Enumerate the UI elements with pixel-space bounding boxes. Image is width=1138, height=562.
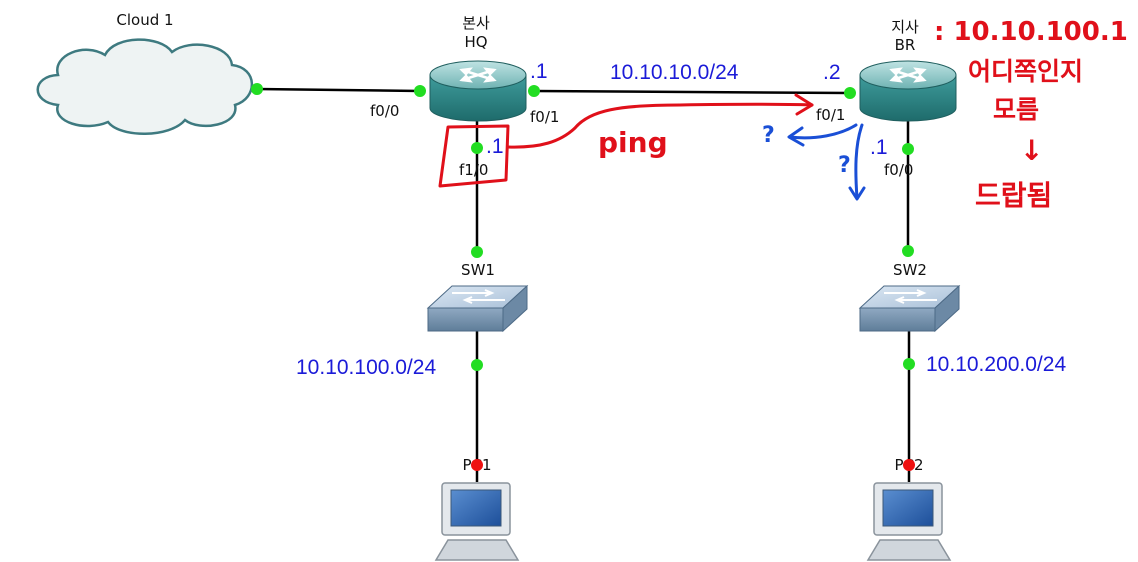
router-hq[interactable]: 본사 HQ (429, 14, 527, 122)
link-down-dot (471, 459, 483, 471)
interface-label: f0/1 (530, 108, 559, 126)
sw1-label: SW1 (461, 261, 495, 279)
pc-icon (434, 482, 520, 561)
router-icon (429, 60, 527, 122)
router-icon (859, 60, 957, 122)
interface-label: f0/0 (370, 102, 399, 120)
annotations: ping ? ? : 10.10.100.1 어디쪽인지 모름 ↓ 드랍됨 (438, 17, 1128, 212)
highlight-box (438, 124, 510, 188)
ip-suffix-label: .2 (823, 61, 841, 84)
interface-label: f0/0 (884, 161, 913, 179)
link-down-dot (903, 459, 915, 471)
switch-sw2[interactable]: SW2 (858, 261, 961, 333)
pc-pc1[interactable]: PC1 (434, 456, 520, 561)
return-arrow-left (788, 123, 858, 140)
interface-labels: f0/0 f0/1 f1/0 f0/1 f0/0 (370, 102, 913, 179)
interface-label: f0/1 (816, 106, 845, 124)
router-br[interactable]: 지사 BR (859, 18, 957, 122)
note-line-3: 드랍됨 (975, 179, 1052, 212)
ip-suffix-label: .1 (870, 136, 888, 159)
question-mark-1: ? (762, 123, 775, 148)
link-up-dot (414, 85, 426, 97)
switch-icon (858, 284, 961, 333)
switch-icon (426, 284, 529, 333)
note-ip: : 10.10.100.1 (934, 17, 1128, 47)
link-up-dot (902, 143, 914, 155)
note-down-arrow: ↓ (1020, 134, 1043, 167)
br-label: BR (895, 36, 916, 54)
ping-arrowhead (794, 93, 814, 116)
return-arrowhead-down (848, 186, 866, 201)
return-arrow-down (854, 123, 864, 200)
link-cloud-hq (256, 87, 421, 93)
pc-icon (866, 482, 952, 561)
note-line-1: 어디쪽인지 (968, 57, 1083, 86)
cloud-icon (36, 38, 254, 135)
link-up-dot (471, 142, 483, 154)
note-line-2: 모름 (993, 95, 1039, 124)
sw2-label: SW2 (893, 261, 927, 279)
network-label-lan-br: 10.10.200.0/24 (926, 353, 1066, 376)
network-labels: .1 .2 .1 .1 10.10.10.0/24 10.10.100.0/24… (296, 60, 1066, 379)
ip-suffix-label: .1 (530, 60, 548, 83)
ping-label: ping (598, 126, 668, 159)
return-arrowhead-left (787, 126, 805, 147)
link-up-dot (903, 358, 915, 370)
question-mark-2: ? (838, 153, 851, 178)
network-label-lan-hq: 10.10.100.0/24 (296, 356, 436, 379)
link-up-dot (471, 246, 483, 258)
link-up-dot (471, 359, 483, 371)
links (256, 87, 911, 482)
ping-arrow (506, 102, 814, 149)
cloud-1[interactable]: Cloud 1 (36, 11, 254, 135)
link-status-dots (251, 83, 915, 471)
hq-label-korean: 본사 (462, 14, 490, 32)
switch-sw1[interactable]: SW1 (426, 261, 529, 333)
link-up-dot (902, 245, 914, 257)
link-up-dot (844, 87, 856, 99)
hq-label: HQ (464, 33, 487, 51)
br-label-korean: 지사 (891, 18, 919, 36)
network-label-wan: 10.10.10.0/24 (610, 61, 739, 84)
link-up-dot (251, 83, 263, 95)
link-hq-br (533, 89, 851, 95)
ip-suffix-label: .1 (486, 135, 504, 158)
interface-label: f1/0 (459, 161, 488, 179)
link-up-dot (528, 85, 540, 97)
pc-pc2[interactable]: PC2 (866, 456, 952, 561)
cloud-label: Cloud 1 (116, 11, 173, 29)
